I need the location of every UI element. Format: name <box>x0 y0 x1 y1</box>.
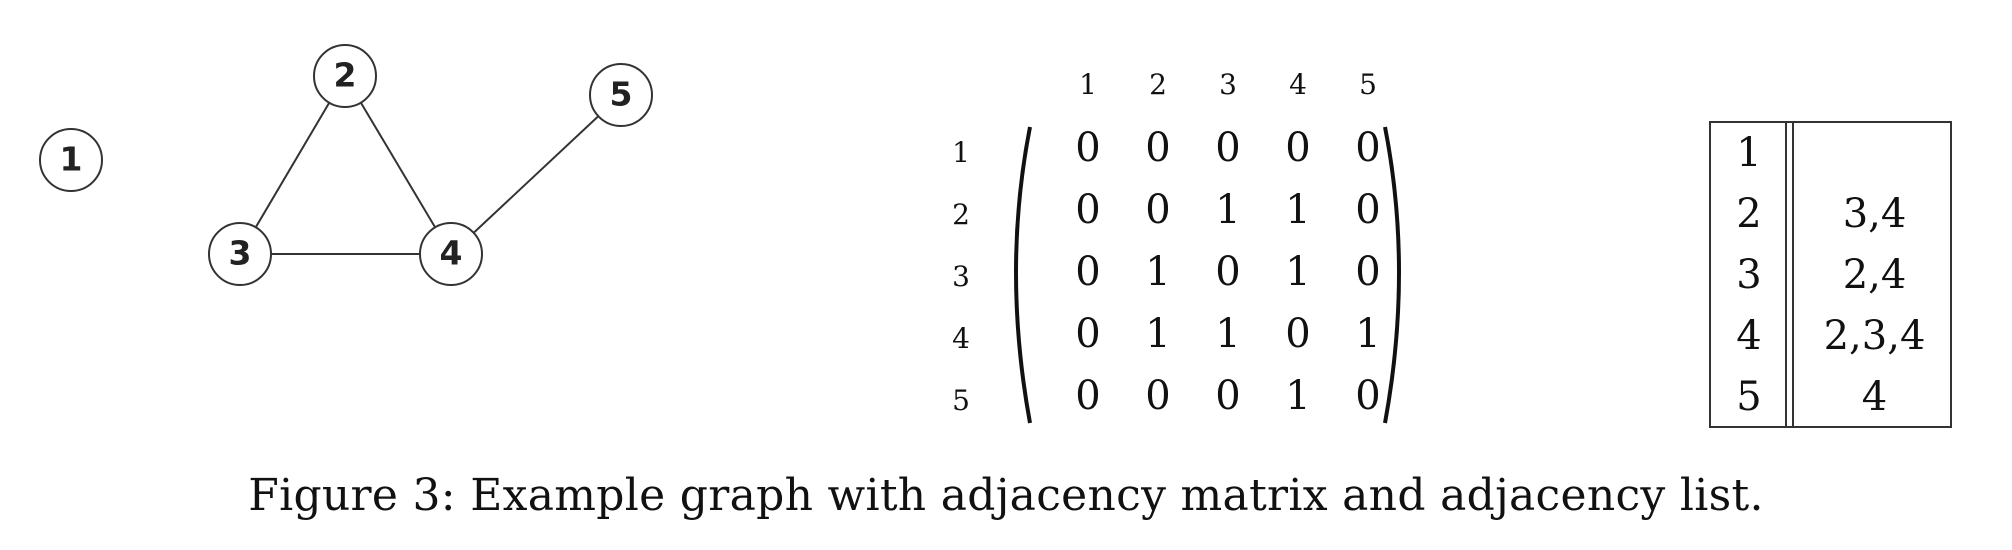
matrix-col-header: 2 <box>1149 68 1167 101</box>
graph-node-label: 5 <box>610 75 633 114</box>
list-neighbors: 2,4 <box>1842 252 1907 298</box>
matrix-row-header: 4 <box>952 322 970 355</box>
list-node: 5 <box>1736 374 1762 420</box>
graph-edge-2-4 <box>344 75 452 255</box>
graph-node-2: 2 <box>313 44 377 108</box>
matrix-cell: 1 <box>1285 373 1311 419</box>
graph-node-1: 1 <box>39 128 103 192</box>
matrix-row-header: 5 <box>952 384 970 417</box>
matrix-cell: 0 <box>1355 125 1381 171</box>
matrix-cell: 0 <box>1075 249 1101 295</box>
list-row: 4 2,3,4 <box>1711 306 1950 367</box>
matrix-cell: 0 <box>1075 311 1101 357</box>
list-divider-left <box>1785 123 1787 426</box>
matrix-cell: 1 <box>1285 249 1311 295</box>
matrix-cell: 0 <box>1145 125 1171 171</box>
matrix-cell: 0 <box>1145 187 1171 233</box>
graph-node-label: 3 <box>229 234 252 273</box>
graph-node-circle <box>313 44 377 108</box>
matrix-row-header: 3 <box>952 260 970 293</box>
graph-node-3: 3 <box>208 222 272 286</box>
adjacency-list: 1 2 3,4 3 2,4 4 2,3,4 5 4 <box>1709 121 1952 428</box>
matrix-cell: 0 <box>1285 125 1311 171</box>
left-bracket <box>1014 126 1032 424</box>
matrix-cell: 0 <box>1075 373 1101 419</box>
matrix-cell: 1 <box>1215 187 1241 233</box>
right-bracket <box>1383 126 1401 424</box>
graph-node-label: 4 <box>440 234 463 273</box>
matrix-cell: 0 <box>1215 125 1241 171</box>
graph-edge-4-5 <box>450 94 622 255</box>
matrix-cell: 1 <box>1145 249 1171 295</box>
matrix-cell: 1 <box>1145 311 1171 357</box>
matrix-cell: 1 <box>1215 311 1241 357</box>
list-divider-right <box>1792 123 1794 426</box>
matrix-col-header: 5 <box>1359 68 1377 101</box>
matrix-cell: 0 <box>1215 373 1241 419</box>
matrix-cell: 1 <box>1285 187 1311 233</box>
list-row: 5 4 <box>1711 367 1950 428</box>
graph-node-circle <box>39 128 103 192</box>
graph-node-label: 2 <box>334 56 357 95</box>
matrix-cell: 0 <box>1145 373 1171 419</box>
graph-node-circle <box>419 222 483 286</box>
figure-caption: Figure 3: Example graph with adjacency m… <box>248 470 1764 521</box>
matrix-row-header: 1 <box>952 136 970 169</box>
matrix-col-header: 3 <box>1219 68 1237 101</box>
matrix-cell: 0 <box>1355 373 1381 419</box>
graph-node-circle <box>208 222 272 286</box>
graph-node-circle <box>589 63 653 127</box>
matrix-cell: 0 <box>1075 187 1101 233</box>
matrix-col-header: 1 <box>1079 68 1097 101</box>
graph-node-5: 5 <box>589 63 653 127</box>
graph-node-label: 1 <box>60 140 83 179</box>
list-row: 3 2,4 <box>1711 245 1950 306</box>
matrix-brackets <box>1014 126 1401 424</box>
matrix-cell: 0 <box>1355 249 1381 295</box>
graph-edge-2-3 <box>239 75 346 255</box>
graph-diagram: 1 2 3 4 5 <box>39 44 653 286</box>
list-neighbors: 3,4 <box>1842 191 1907 237</box>
matrix-row-header: 2 <box>952 198 970 231</box>
list-node: 1 <box>1736 130 1762 176</box>
matrix-cell: 0 <box>1215 249 1241 295</box>
matrix-cell: 0 <box>1355 187 1381 233</box>
list-neighbors: 4 <box>1861 374 1888 420</box>
list-node: 4 <box>1736 313 1762 359</box>
list-node: 3 <box>1736 252 1762 298</box>
list-node: 2 <box>1736 191 1762 237</box>
matrix-cell: 0 <box>1075 125 1101 171</box>
matrix-cell: 1 <box>1355 311 1381 357</box>
graph-node-4: 4 <box>419 222 483 286</box>
list-row: 1 <box>1711 123 1950 184</box>
list-row: 2 3,4 <box>1711 184 1950 245</box>
list-neighbors <box>1797 123 1952 184</box>
matrix-col-header: 4 <box>1289 68 1307 101</box>
matrix-cell: 0 <box>1285 311 1311 357</box>
list-neighbors: 2,3,4 <box>1823 313 1926 359</box>
